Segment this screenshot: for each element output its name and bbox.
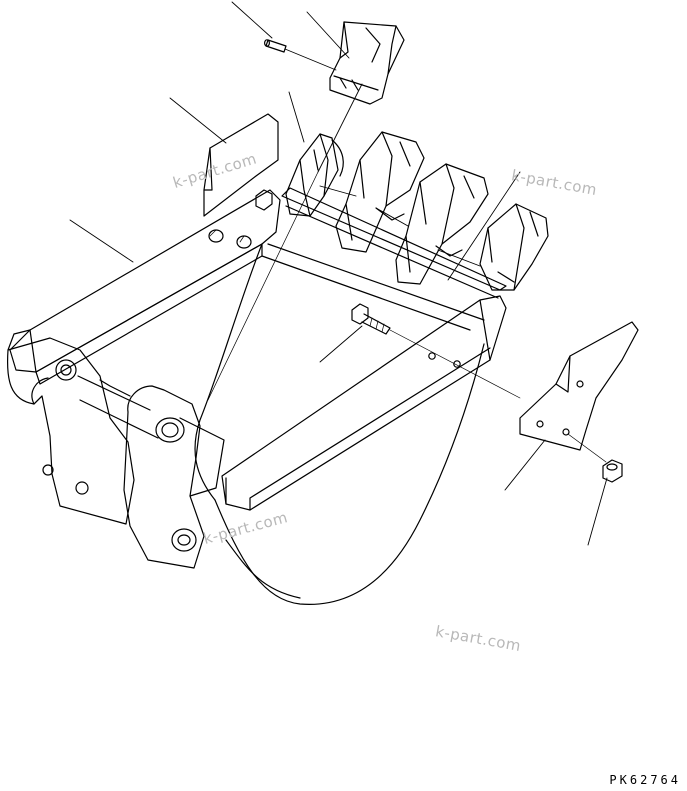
leader-line [317,83,363,173]
bolt [351,303,521,399]
mounting-bracket-left [6,337,135,525]
tooth-4 [479,203,549,291]
bolt-heads-left [208,189,273,249]
tooth-3 [395,163,489,285]
leader-line [447,171,521,281]
side-cutter-left [203,113,279,217]
leader-line [69,219,134,263]
nut [602,459,623,483]
leader-line [504,439,546,491]
leader-line [288,91,305,143]
drawing-code: PK62764 [609,773,681,787]
leader-line [231,1,273,39]
tooth-2 [335,131,425,253]
leader-line [169,97,227,144]
bucket-tooth-detached [329,21,405,105]
mounting-bracket-right [123,385,225,569]
bucket-body [7,187,507,605]
side-cutter-right [519,321,639,463]
tooth-pin [264,39,337,71]
leader-line [306,11,350,59]
bucket-teeth [285,131,549,291]
tooth-1 [285,133,344,217]
leader-line [319,325,363,363]
leader-line [587,477,608,546]
leader-lines [69,1,608,546]
long-leader [207,171,319,401]
pin-boss-tube [31,375,159,439]
